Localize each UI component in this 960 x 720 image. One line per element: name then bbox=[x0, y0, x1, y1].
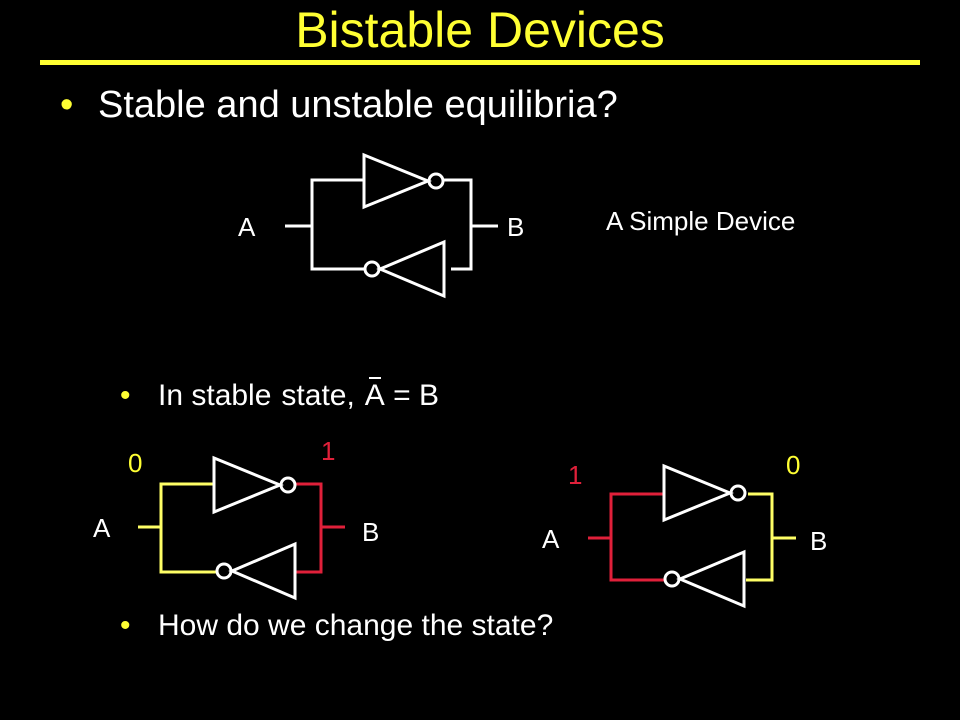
state2-inverter-top-bubble bbox=[729, 484, 747, 502]
state1-value-b: 1 bbox=[321, 436, 335, 466]
bullet-equilibria-text: Stable and unstable equilibria? bbox=[98, 84, 618, 126]
state-circuit-a0-b1 bbox=[138, 455, 345, 601]
simple-inverter-top-bubble bbox=[427, 172, 445, 190]
simple-device-circuit bbox=[285, 152, 498, 299]
state1-inverter-bottom-bubble bbox=[215, 562, 233, 580]
simple-inverter-bottom bbox=[376, 239, 446, 299]
simple-label-a: A bbox=[238, 212, 256, 242]
state2-label-b: B bbox=[810, 526, 827, 556]
state2-inverter-bottom-bubble bbox=[663, 570, 681, 588]
bullet-stable-state: • In stable state, A = B bbox=[120, 376, 439, 416]
state1-value-a: 0 bbox=[128, 448, 142, 478]
bullet-equilibria: • Stable and unstable equilibria? bbox=[60, 82, 618, 128]
state1-wire-b bbox=[295, 482, 323, 574]
stable-text-middle: state, bbox=[281, 379, 355, 412]
state2-wire-a bbox=[609, 492, 664, 582]
state1-inverter-bottom bbox=[228, 541, 297, 601]
bullet-dot: • bbox=[120, 379, 131, 412]
state2-value-b: 0 bbox=[786, 450, 800, 480]
state1-label-b: B bbox=[362, 517, 379, 547]
state2-inverter-bottom bbox=[676, 549, 746, 609]
a-bar-symbol: A bbox=[365, 376, 385, 416]
simple-wire-left bbox=[310, 178, 365, 271]
slide-title: Bistable Devices bbox=[295, 2, 665, 58]
state1-inverter-top-bubble bbox=[279, 476, 297, 494]
state2-wire-b bbox=[746, 492, 774, 582]
state2-value-a: 1 bbox=[568, 460, 582, 490]
state1-label-a: A bbox=[93, 513, 111, 543]
stable-text-suffix: = B bbox=[393, 379, 440, 412]
state-circuit-a1-b0 bbox=[588, 463, 796, 609]
bullet-dot: • bbox=[60, 84, 74, 126]
simple-wire-right bbox=[444, 178, 473, 271]
change-state-text: How do we change the state? bbox=[158, 609, 554, 642]
simple-device-caption: A Simple Device bbox=[606, 206, 796, 236]
state1-wire-a bbox=[159, 482, 216, 574]
simple-inverter-top bbox=[362, 152, 432, 210]
stable-text-prefix: In stable bbox=[158, 379, 272, 412]
bullet-change-state: • How do we change the state? bbox=[120, 606, 553, 646]
state2-inverter-top bbox=[662, 463, 734, 523]
bullet-dot: • bbox=[120, 609, 131, 642]
state1-inverter-top bbox=[212, 455, 284, 515]
title-underline bbox=[40, 60, 920, 65]
state2-label-a: A bbox=[542, 524, 560, 554]
simple-label-b: B bbox=[507, 212, 524, 242]
